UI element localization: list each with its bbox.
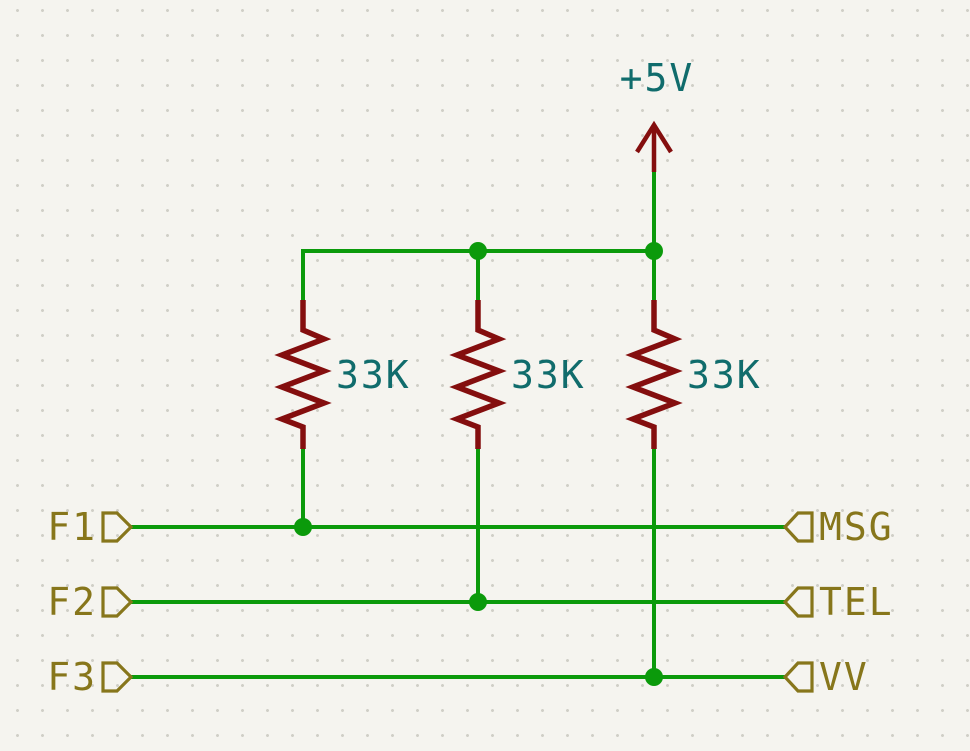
global-label-tel[interactable]: TEL bbox=[819, 580, 894, 624]
global-label-shape-f1[interactable] bbox=[101, 511, 134, 543]
global-label-shapes bbox=[101, 511, 814, 693]
resistor-value-2[interactable]: 33K bbox=[511, 353, 586, 397]
junction-dot[interactable] bbox=[294, 518, 312, 536]
global-label-shape-f2[interactable] bbox=[101, 586, 134, 618]
junction-dot[interactable] bbox=[645, 668, 663, 686]
device-graphics bbox=[274, 120, 683, 449]
wire-top-rail[interactable] bbox=[301, 249, 654, 300]
power-label-text[interactable]: +5V bbox=[620, 56, 695, 100]
resistor-symbol-1[interactable] bbox=[274, 300, 332, 449]
value-texts: +5V 33K 33K 33K bbox=[336, 56, 762, 397]
junction-dot[interactable] bbox=[469, 242, 487, 260]
global-label-f2[interactable]: F2 bbox=[47, 580, 97, 624]
resistor-value-3[interactable]: 33K bbox=[687, 353, 762, 397]
wires bbox=[131, 172, 785, 679]
global-label-shape-tel[interactable] bbox=[782, 586, 814, 618]
global-label-shape-vv[interactable] bbox=[782, 661, 814, 693]
junction-dot[interactable] bbox=[469, 593, 487, 611]
power-arrow-head-icon bbox=[635, 120, 673, 154]
global-label-f3[interactable]: F3 bbox=[47, 655, 97, 699]
global-label-msg[interactable]: MSG bbox=[819, 505, 894, 549]
global-label-texts: F1 F2 F3 MSG TEL VV bbox=[47, 505, 894, 699]
power-symbol-5v[interactable] bbox=[635, 120, 673, 172]
junctions bbox=[294, 242, 663, 686]
global-label-vv[interactable]: VV bbox=[819, 655, 869, 699]
global-label-f1[interactable]: F1 bbox=[47, 505, 97, 549]
resistor-symbol-3[interactable] bbox=[625, 300, 683, 449]
resistor-symbol-2[interactable] bbox=[449, 300, 507, 449]
resistor-value-1[interactable]: 33K bbox=[336, 353, 411, 397]
junction-dot[interactable] bbox=[645, 242, 663, 260]
global-label-shape-f3[interactable] bbox=[101, 661, 134, 693]
global-label-shape-msg[interactable] bbox=[782, 511, 814, 543]
